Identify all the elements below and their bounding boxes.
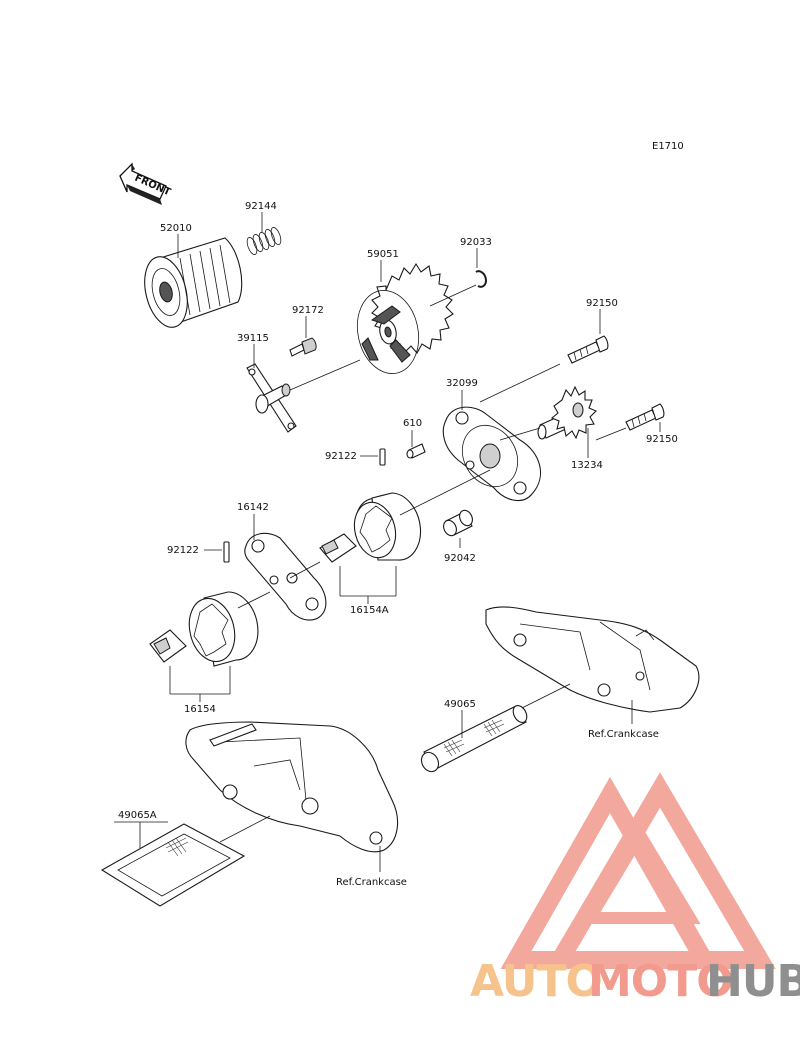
crankcase-left <box>185 721 399 853</box>
label-49065A: 49065A <box>118 810 157 821</box>
diagram-code: E1710 <box>652 141 684 152</box>
oil-strainer-49065 <box>420 705 528 773</box>
inner-rotor-16154 <box>149 629 187 663</box>
pump-cover <box>442 406 541 502</box>
label-92033: 92033 <box>460 237 492 248</box>
label-16142: 16142 <box>237 502 269 513</box>
label-92122-lower: 92122 <box>167 545 199 556</box>
bolt-92150-upper <box>567 335 609 364</box>
circlip <box>475 270 487 288</box>
label-32099: 32099 <box>446 378 478 389</box>
oil-pump-gear <box>356 262 454 374</box>
label-610: 610 <box>403 418 422 429</box>
bolt-92172 <box>289 337 317 357</box>
label-92042: 92042 <box>444 553 476 564</box>
oil-filter <box>144 237 243 328</box>
label-92144: 92144 <box>245 201 277 212</box>
sleeve-92042 <box>443 509 473 537</box>
label-39115: 39115 <box>237 333 269 344</box>
watermark-hub: HUB <box>706 956 800 1007</box>
label-92150-upper: 92150 <box>586 298 618 309</box>
watermark-auto: AUTO <box>470 956 602 1007</box>
watermark-text: AUTO MOTO HUB <box>470 956 800 1007</box>
label-92122-upper: 92122 <box>325 451 357 462</box>
outer-rotor-upper <box>353 492 422 561</box>
spring <box>246 227 282 255</box>
front-arrow-icon: FRONT <box>119 162 172 205</box>
inner-rotor-16154A <box>319 533 357 563</box>
watermark-logo <box>500 772 776 969</box>
label-13234: 13234 <box>571 460 603 471</box>
ref-crankcase-left: Ref.Crankcase <box>336 877 407 888</box>
shaft-39115 <box>246 363 297 433</box>
plate-16142 <box>244 532 327 621</box>
bolt-92150-lower <box>625 403 665 431</box>
label-16154A: 16154A <box>350 605 389 616</box>
pin-92122-lower <box>223 541 230 563</box>
outer-rotor-lower <box>188 591 259 667</box>
label-49065: 49065 <box>444 699 476 710</box>
label-59051: 59051 <box>367 249 399 260</box>
crankcase-right <box>485 606 700 713</box>
watermark-moto: MOTO <box>588 956 733 1007</box>
dowel-pin-610 <box>406 443 426 459</box>
shaft-13234 <box>537 385 597 440</box>
oil-screen-49065A <box>100 823 246 907</box>
label-92172: 92172 <box>292 305 324 316</box>
label-16154: 16154 <box>184 704 216 715</box>
label-92150-lower: 92150 <box>646 434 678 445</box>
pin-92122-upper <box>379 448 386 466</box>
label-52010: 52010 <box>160 223 192 234</box>
ref-crankcase-right: Ref.Crankcase <box>588 729 659 740</box>
